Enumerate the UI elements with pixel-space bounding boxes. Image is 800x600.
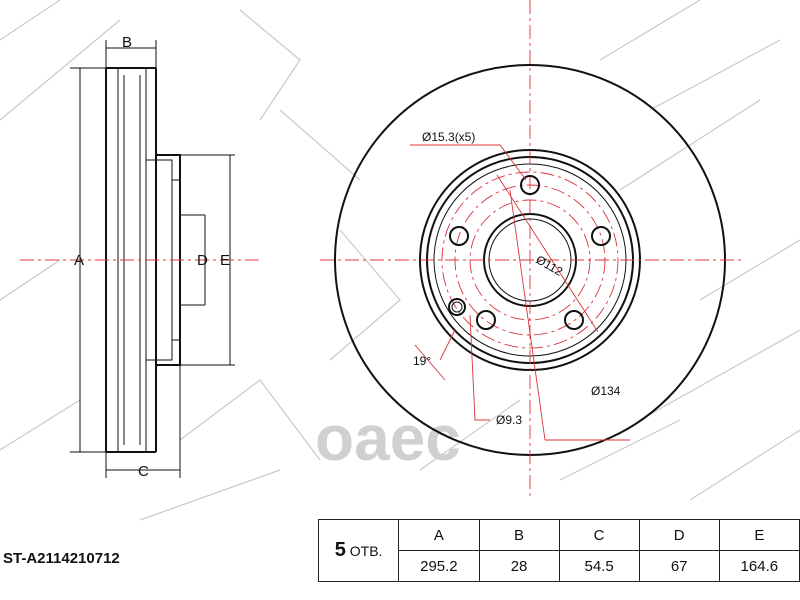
value-c: 54.5 [558, 550, 640, 582]
label-e: E [220, 252, 230, 269]
label-b: B [122, 34, 132, 51]
value-d: 67 [638, 550, 720, 582]
watermark-logos: oaec [0, 0, 800, 521]
spec-table: 5 ОТВ. A B C D E 295.2 28 54.5 67 164.6 [317, 519, 800, 582]
value-a: 295.2 [398, 550, 480, 582]
holes-cell: 5 ОТВ. [317, 519, 400, 582]
holes-label: ОТВ. [349, 543, 383, 559]
annotation-bolt-holes: Ø15.3(x5) [422, 130, 475, 144]
value-e: 164.6 [718, 550, 800, 582]
label-a: A [74, 252, 84, 269]
watermark-center-text: oaec [315, 402, 461, 474]
header-d: D [638, 519, 720, 551]
side-view: B A C D E [20, 34, 260, 480]
header-e: E [718, 519, 800, 551]
header-a: A [398, 519, 480, 551]
holes-count: 5 [334, 539, 346, 561]
label-c: C [138, 463, 149, 480]
annotation-hat-diameter: Ø134 [591, 384, 621, 398]
value-b: 28 [478, 550, 560, 582]
header-c: C [558, 519, 640, 551]
header-b: B [478, 519, 560, 551]
annotation-angle: 19° [413, 354, 431, 368]
label-d: D [197, 252, 208, 269]
part-number: ST-A2114210712 [3, 550, 120, 567]
annotation-small-hole: Ø9.3 [496, 413, 522, 427]
front-view: Ø15.3(x5) Ø112 Ø134 Ø9.3 19° [320, 0, 745, 500]
bolt-holes [448, 175, 611, 330]
